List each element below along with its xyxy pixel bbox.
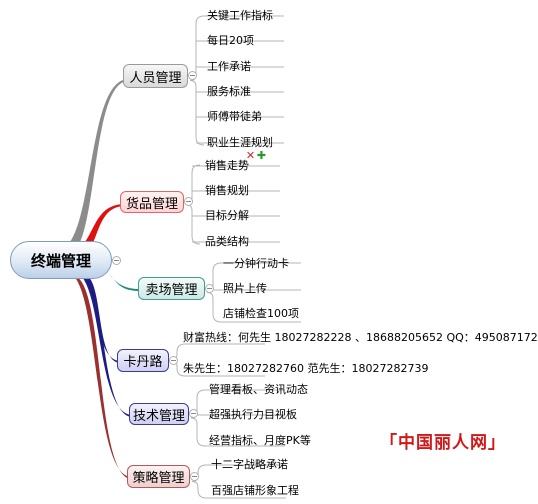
branch-collapse-button[interactable]	[189, 409, 198, 418]
branch-collapse-button[interactable]	[184, 197, 193, 206]
mindmap-canvas: 终端管理 人员管理 货品管理 卖场管理 卡丹路 技术管理 策略管理 关键工作指标…	[10, 9, 538, 499]
root-node[interactable]: 终端管理	[10, 241, 112, 279]
branch-connector	[72, 271, 133, 418]
leaf-bracket	[189, 15, 205, 146]
branch-connector	[66, 272, 132, 480]
branch-kadanlu[interactable]: 卡丹路	[117, 349, 169, 372]
leaf-node[interactable]: 工作承诺	[207, 60, 251, 73]
leaf-node[interactable]: 经营指标、月度PK等	[209, 434, 311, 447]
leaf-node[interactable]: 财富热线：何先生 18027282228 、18688205652 QQ：495…	[183, 331, 538, 344]
leaf-node[interactable]: 管理看板、资讯动态	[209, 383, 308, 396]
leaf-node-selected[interactable]: 销售走势	[205, 159, 249, 172]
close-icon[interactable]: ✕	[245, 149, 256, 162]
node-edit-toolbar: ✕✚	[245, 150, 267, 162]
branch-collapse-button[interactable]	[169, 356, 178, 365]
branch-collapse-button[interactable]	[190, 472, 199, 481]
leaf-node[interactable]: 关键工作指标	[207, 9, 273, 22]
leaf-bracket	[190, 389, 206, 447]
leaf-node[interactable]: 职业生涯规划	[207, 136, 273, 149]
branch-connector	[65, 204, 124, 257]
root-collapse-button[interactable]	[112, 256, 121, 265]
branch-connector	[57, 79, 128, 255]
branch-store-floor-management[interactable]: 卖场管理	[138, 277, 205, 300]
leaf-node[interactable]: 销售规划	[205, 184, 249, 197]
leaf-bracket	[191, 464, 207, 499]
leaf-node[interactable]: 目标分解	[205, 209, 249, 222]
branch-strategy-management[interactable]: 策略管理	[127, 465, 190, 488]
leaf-node[interactable]: 朱先生：18027282760 范先生：18027282739	[183, 362, 429, 375]
leaf-node[interactable]: 十二字战略承诺	[211, 458, 288, 471]
leaf-node[interactable]: 百强店铺形象工程	[211, 484, 299, 497]
branch-goods-management[interactable]: 货品管理	[120, 191, 184, 213]
branch-technical-management[interactable]: 技术管理	[129, 403, 189, 425]
leaf-node[interactable]: 服务标准	[207, 85, 251, 98]
connector-lines	[57, 15, 301, 499]
branch-collapse-button[interactable]	[205, 284, 214, 293]
leaf-node[interactable]: 店铺检查100项	[223, 307, 299, 320]
add-icon[interactable]: ✚	[256, 149, 267, 162]
leaf-node[interactable]: 照片上传	[223, 282, 267, 295]
branch-collapse-button[interactable]	[188, 71, 197, 80]
leaf-node[interactable]: 超强执行力目视板	[209, 408, 297, 421]
branch-personnel-management[interactable]: 人员管理	[123, 64, 188, 88]
leaf-node[interactable]: 品类结构	[205, 235, 249, 248]
leaf-node[interactable]: 师傅带徒弟	[207, 110, 262, 123]
leaf-node[interactable]: 每日20项	[207, 34, 254, 47]
leaf-node[interactable]: 一分钟行动卡	[223, 257, 289, 270]
watermark-logo: 「中国丽人网」	[380, 433, 506, 453]
